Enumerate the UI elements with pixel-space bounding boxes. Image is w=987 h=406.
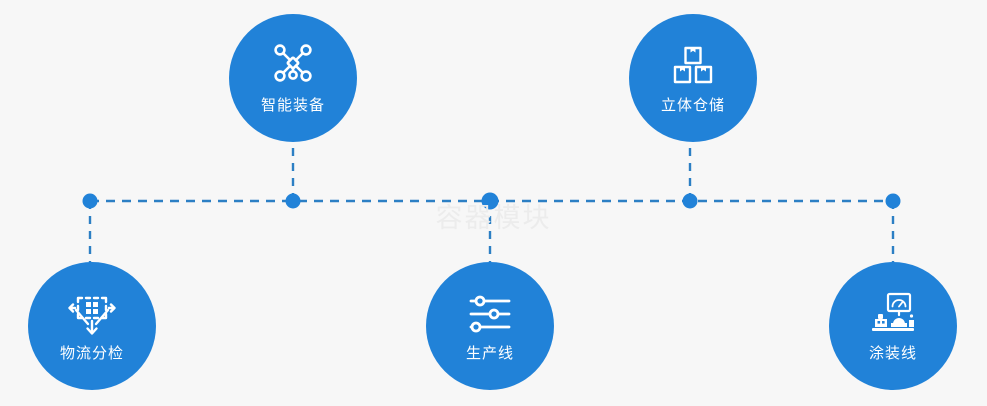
node-label-smart-equipment: 智能装备 (260, 96, 325, 114)
node-stereo-warehouse[interactable]: 立体仓储 (629, 14, 757, 142)
junction-dot-center (481, 192, 499, 210)
node-label-production-line: 生产线 (465, 344, 514, 362)
center-watermark: 容器模块 (435, 203, 552, 234)
node-label-logistics-sorting: 物流分检 (59, 344, 124, 362)
factory-monitor-icon (869, 290, 917, 338)
sorting-arrows-icon (68, 290, 116, 338)
junction-dot-smart (285, 193, 301, 209)
network-nodes-icon (269, 42, 317, 90)
junction-dot-warehouse (682, 193, 698, 209)
node-smart-equipment[interactable]: 智能装备 (229, 14, 357, 142)
junction-dot-left (82, 193, 98, 209)
sliders-icon (466, 290, 514, 338)
junction-dot-right (885, 193, 901, 209)
node-painting-line[interactable]: 涂装线 (829, 262, 957, 390)
node-label-painting-line: 涂装线 (868, 344, 917, 362)
node-production-line[interactable]: 生产线 (426, 262, 554, 390)
node-logistics-sorting[interactable]: 物流分检 (28, 262, 156, 390)
node-label-stereo-warehouse: 立体仓储 (660, 96, 725, 114)
stacked-boxes-icon (669, 42, 717, 90)
